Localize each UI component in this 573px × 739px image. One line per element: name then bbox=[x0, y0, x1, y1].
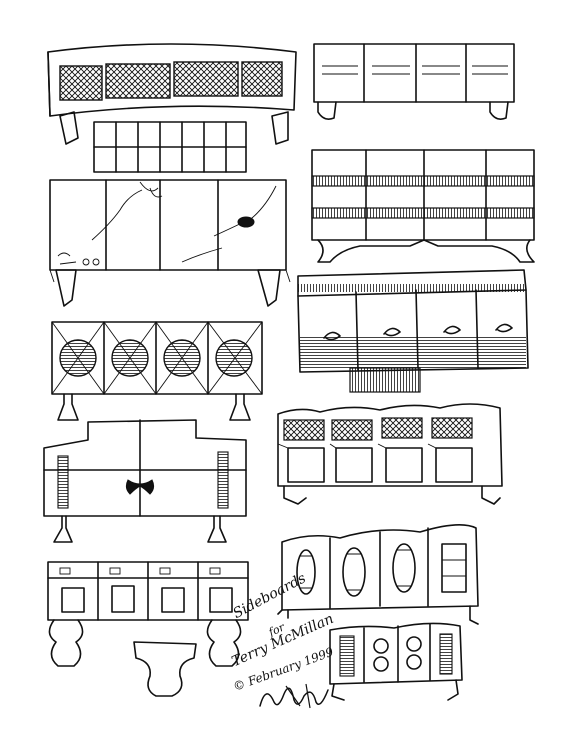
sideboard-drawer-bank-turned-legs bbox=[47, 561, 249, 667]
sideboard-caned-arched bbox=[47, 43, 297, 145]
sideboard-porthole-doors bbox=[51, 321, 263, 421]
sideboard-square-grid-top bbox=[93, 121, 247, 173]
pedestal-base-profile bbox=[133, 641, 197, 697]
sideboard-lyre-doors bbox=[277, 524, 479, 625]
signature-scribble bbox=[259, 683, 329, 709]
sideboard-lattice-frieze bbox=[277, 403, 503, 505]
sideboard-four-panel-bun-feet bbox=[313, 43, 515, 120]
sideboard-banded-scroll-apron bbox=[311, 149, 535, 263]
sideboard-pleated-wave bbox=[297, 269, 529, 393]
sideboard-stepped-banded bbox=[43, 419, 247, 543]
sideboard-painted-bird-screen bbox=[49, 179, 291, 307]
sideboard-small-lyre-doors bbox=[329, 622, 463, 701]
